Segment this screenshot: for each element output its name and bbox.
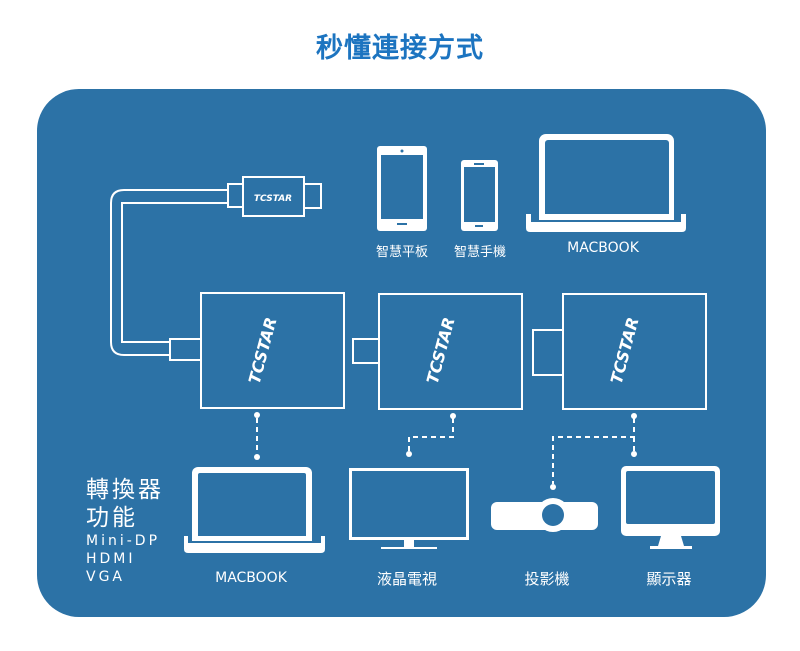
phone-icon	[461, 160, 498, 231]
logo-1: TCSTAR	[245, 315, 281, 386]
label-tv: 液晶電視	[376, 570, 438, 588]
usb-c-cable: TCSTAR	[110, 176, 322, 356]
adapter-vga: TCSTAR	[532, 293, 707, 410]
label-phone: 智慧手機	[453, 245, 507, 260]
label-monitor: 顯示器	[646, 570, 692, 588]
port-hdmi: HDMI	[86, 551, 136, 567]
cable-logo: TCSTAR	[254, 194, 292, 204]
connector-lines	[256, 418, 635, 484]
logo-2: TCSTAR	[423, 315, 459, 386]
label-projector: 投影機	[524, 570, 570, 588]
laptop-icon-bottom	[184, 467, 325, 553]
adapter-minidp: TCSTAR	[169, 292, 345, 409]
laptop-icon-top	[526, 134, 686, 232]
adapter-hdmi: TCSTAR	[352, 293, 523, 410]
label-macbook-bottom: MACBOOK	[215, 570, 287, 586]
projector-icon	[491, 498, 598, 532]
label-tablet: 智慧平板	[375, 245, 429, 260]
label-macbook-top: MACBOOK	[567, 240, 639, 256]
side-heading-1: 轉換器	[86, 477, 164, 503]
tv-icon	[349, 468, 469, 549]
port-minidp: Mini-DP	[86, 533, 161, 549]
side-heading-2: 功能	[86, 505, 138, 531]
monitor-icon	[621, 466, 720, 549]
connector-dots	[254, 412, 637, 490]
page-title: 秒懂連接方式	[316, 33, 484, 64]
tablet-icon	[377, 146, 427, 231]
port-vga: VGA	[86, 569, 126, 585]
logo-3: TCSTAR	[607, 315, 643, 386]
